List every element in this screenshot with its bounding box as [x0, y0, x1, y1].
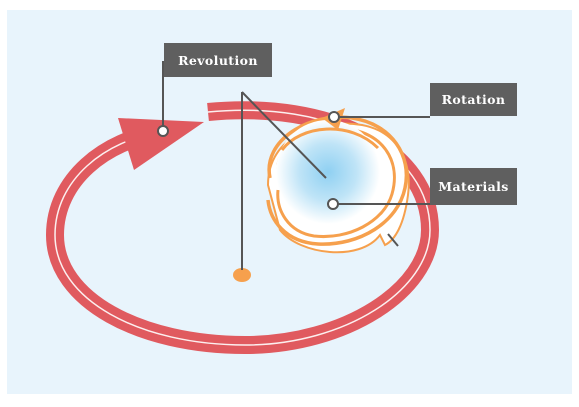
orbit-arrowhead	[118, 118, 204, 170]
rotation-leader-dot	[328, 111, 340, 123]
rotation-label: Rotation	[430, 83, 517, 116]
leader-lines	[162, 61, 430, 270]
orbit-center-dot	[233, 268, 251, 282]
revolution-label: Revolution	[164, 43, 272, 77]
materials-leader-dot	[327, 198, 339, 210]
material-sphere	[276, 120, 380, 224]
axis-tail-line	[387, 233, 399, 247]
revolution-leader-dot	[157, 125, 169, 137]
revolution-to-body-line	[241, 91, 327, 179]
materials-label: Materials	[430, 168, 517, 205]
